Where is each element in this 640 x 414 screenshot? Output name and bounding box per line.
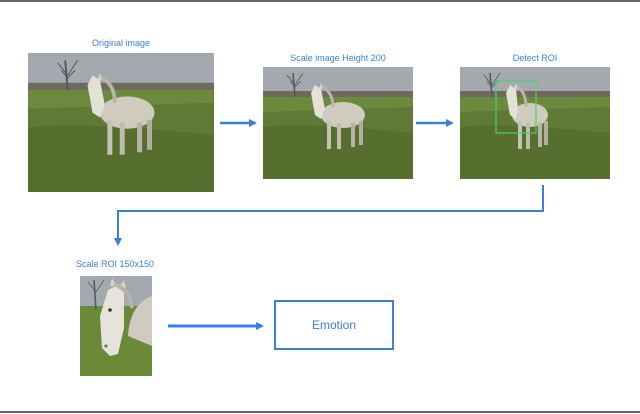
detect-roi-horse-image bbox=[460, 67, 610, 179]
roi-bounding-box bbox=[495, 80, 537, 134]
scaled-horse-image bbox=[263, 67, 413, 179]
scaled-roi-horse-image bbox=[80, 276, 152, 376]
original-horse-image bbox=[28, 53, 214, 192]
label-scale-roi: Scale ROI 150x150 bbox=[75, 259, 155, 269]
emotion-output-box: Emotion bbox=[274, 300, 394, 350]
label-detect-roi: Detect ROI bbox=[512, 53, 558, 63]
arrow-detect-to-roi bbox=[114, 185, 544, 246]
emotion-label: Emotion bbox=[311, 318, 357, 332]
bottom-rule bbox=[0, 411, 640, 413]
top-rule bbox=[0, 0, 640, 2]
label-scale-image: Scale image Height 200 bbox=[290, 53, 386, 63]
label-original-image: Original image bbox=[91, 38, 151, 48]
